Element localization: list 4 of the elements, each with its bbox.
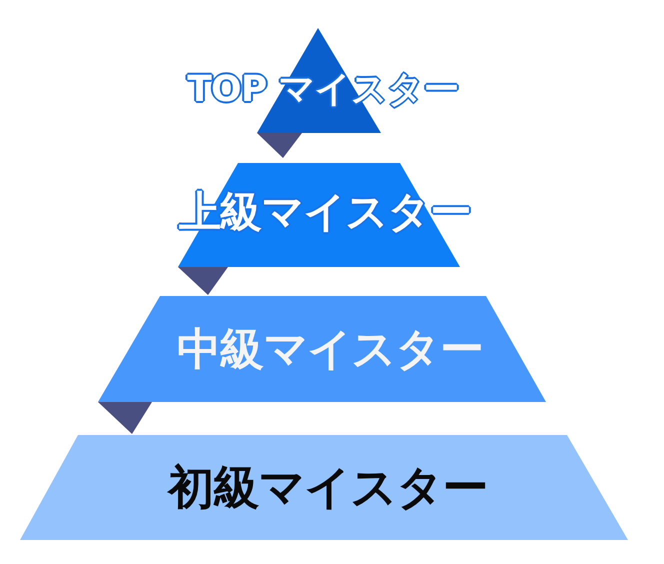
tier-label: 中級マイスター <box>177 328 483 372</box>
pyramid-tier <box>98 296 546 402</box>
pyramid-tier <box>20 435 628 540</box>
tier-label: 初級マイスター <box>168 464 488 510</box>
